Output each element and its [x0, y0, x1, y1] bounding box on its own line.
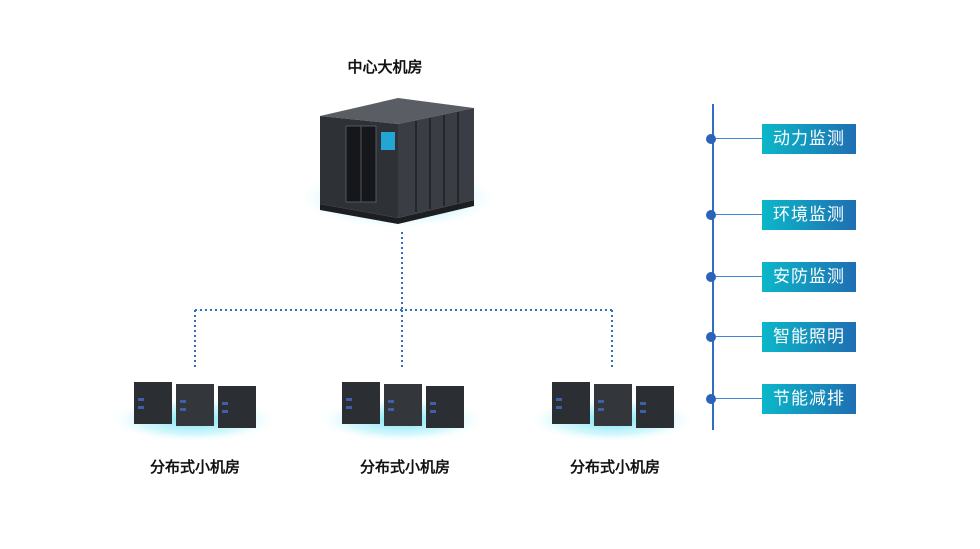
monitoring-item-lighting: 智能照明: [706, 322, 866, 352]
monitoring-item-power: 动力监测: [706, 124, 866, 154]
timeline-link: [716, 336, 768, 337]
timeline-link: [716, 214, 768, 215]
timeline-dot: [706, 332, 716, 342]
timeline-link: [716, 398, 768, 399]
monitoring-item-label: 节能减排: [762, 384, 856, 414]
central-room-icon: [300, 98, 496, 228]
distributed-room-label: 分布式小机房: [149, 458, 240, 476]
monitoring-item-label: 智能照明: [762, 322, 856, 352]
distributed-room-icon: [112, 382, 276, 442]
timeline-line: [712, 104, 714, 430]
distributed-room-label: 分布式小机房: [569, 458, 660, 476]
timeline-dot: [706, 134, 716, 144]
monitoring-item-label: 动力监测: [762, 124, 856, 154]
monitoring-item-label: 环境监测: [762, 200, 856, 230]
timeline-dot: [706, 272, 716, 282]
monitoring-item-environment: 环境监测: [706, 200, 866, 230]
monitoring-item-security: 安防监测: [706, 262, 866, 292]
timeline-link: [716, 138, 768, 139]
monitoring-item-energy: 节能减排: [706, 384, 866, 414]
distributed-room-icon: [320, 382, 484, 442]
central-room-label: 中心大机房: [347, 58, 423, 76]
distributed-room-icon: [530, 382, 694, 442]
timeline-dot: [706, 394, 716, 404]
monitoring-item-label: 安防监测: [762, 262, 856, 292]
timeline-link: [716, 276, 768, 277]
timeline-dot: [706, 210, 716, 220]
distributed-room-label: 分布式小机房: [359, 458, 450, 476]
